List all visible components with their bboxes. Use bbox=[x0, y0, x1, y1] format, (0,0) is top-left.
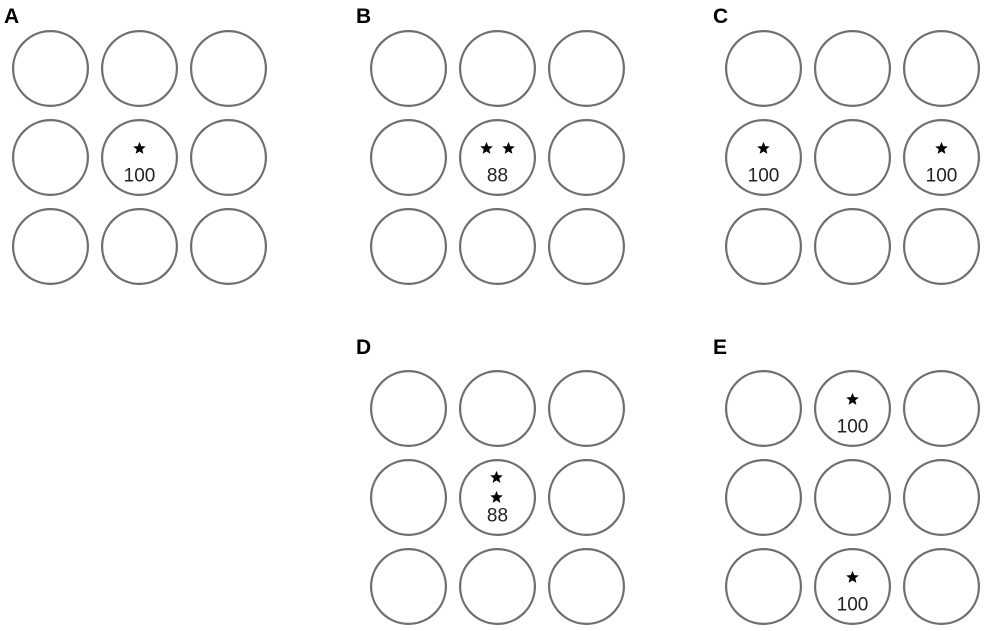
panel-label: D bbox=[356, 336, 371, 359]
grid-circle bbox=[11, 29, 90, 108]
grid-circle bbox=[370, 208, 448, 286]
grid-circle bbox=[459, 29, 537, 108]
star-icon bbox=[490, 490, 503, 503]
panel-d: D 88 bbox=[356, 336, 625, 625]
grid-circle bbox=[547, 208, 625, 286]
star-icon bbox=[502, 141, 515, 154]
star-icon bbox=[846, 570, 859, 583]
panel-a: A 100 bbox=[4, 5, 268, 286]
panel-b: B 88 bbox=[356, 5, 625, 286]
grid-circle bbox=[459, 118, 537, 197]
grid-circle bbox=[459, 208, 537, 286]
cell-value-label: 88 bbox=[487, 166, 508, 187]
grid-circle bbox=[459, 547, 537, 625]
cell-value-label: 100 bbox=[837, 417, 869, 438]
grid-circle bbox=[724, 459, 802, 537]
grid-circle bbox=[100, 208, 179, 286]
grid-circle bbox=[11, 208, 90, 286]
grid-circle bbox=[370, 118, 448, 197]
panel-label: A bbox=[4, 5, 19, 28]
grid-circle bbox=[902, 29, 980, 108]
star-icon bbox=[133, 141, 146, 154]
grid-circle bbox=[902, 459, 980, 537]
grid-circle bbox=[100, 29, 179, 108]
grid-circle bbox=[813, 370, 891, 448]
panel-label: B bbox=[356, 5, 371, 28]
star-icon bbox=[480, 141, 493, 154]
grid-circle bbox=[459, 370, 537, 448]
grid-circle bbox=[370, 29, 448, 108]
grid-circle bbox=[190, 118, 268, 197]
grid-circle bbox=[547, 459, 625, 537]
star-icon bbox=[846, 392, 859, 405]
panel-label: E bbox=[713, 336, 727, 359]
panel-e: E 100 100 bbox=[713, 336, 980, 625]
grid-circle bbox=[547, 118, 625, 197]
grid-circle bbox=[813, 29, 891, 108]
grid-circle bbox=[724, 370, 802, 448]
grid-circle bbox=[724, 29, 802, 108]
cell-value-label: 88 bbox=[487, 506, 508, 527]
grid-circle bbox=[370, 459, 448, 537]
cell-value-label: 100 bbox=[926, 166, 958, 187]
grid-circle bbox=[547, 547, 625, 625]
grid-circle bbox=[813, 547, 891, 625]
panel-c: C 100 100 bbox=[713, 5, 980, 286]
star-icon bbox=[757, 141, 770, 154]
cell-value-label: 100 bbox=[748, 166, 780, 187]
grid-circle bbox=[724, 208, 802, 286]
grid-circle bbox=[724, 118, 802, 197]
grid-circle bbox=[100, 118, 179, 197]
grid-circle bbox=[11, 118, 90, 197]
grid-circle bbox=[724, 547, 802, 625]
panel-label: C bbox=[713, 5, 728, 28]
grid-circle bbox=[547, 29, 625, 108]
cell-value-label: 100 bbox=[124, 166, 156, 187]
cell-value-label: 100 bbox=[837, 595, 869, 616]
grid-circle bbox=[370, 370, 448, 448]
grid-circle bbox=[190, 29, 268, 108]
grid-circle bbox=[902, 547, 980, 625]
grid-circle bbox=[813, 208, 891, 286]
grid-circle bbox=[190, 208, 268, 286]
grid-circle bbox=[902, 370, 980, 448]
grid-circle bbox=[813, 118, 891, 197]
star-icon bbox=[935, 141, 948, 154]
grid-circle bbox=[370, 547, 448, 625]
grid-circle bbox=[902, 118, 980, 197]
grid-circle bbox=[813, 459, 891, 537]
grid-circle bbox=[547, 370, 625, 448]
star-icon bbox=[490, 470, 503, 483]
grid-circle bbox=[902, 208, 980, 286]
